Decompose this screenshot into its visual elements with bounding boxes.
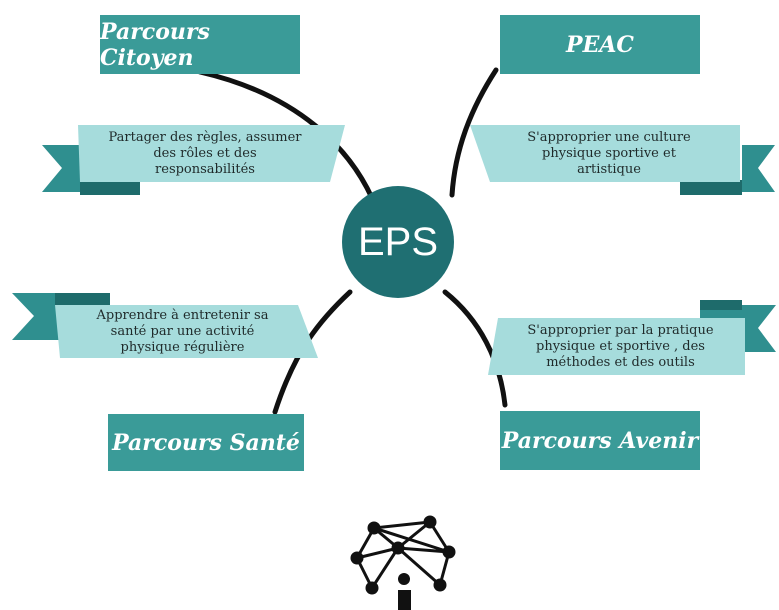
box-parcours-avenir: Parcours Avenir: [500, 411, 700, 470]
ribbon-text-peac: S'approprier une culture physique sporti…: [527, 129, 691, 177]
box-parcours-sante: Parcours Santé: [108, 414, 304, 471]
ribbon-sante: [12, 293, 318, 358]
ribbon-peac: [470, 125, 775, 195]
ribbon-avenir: [488, 300, 776, 375]
connector-peac: [449, 67, 499, 198]
ribbon-text-citoyen: Partager des règles, assumer des rôles e…: [108, 129, 302, 177]
center-circle: [342, 186, 454, 298]
ribbon-citoyen: [42, 125, 345, 195]
ribbon-text-avenir: S'approprier par la pratique physique et…: [527, 322, 714, 370]
box-peac: PEAC: [500, 15, 700, 74]
box-parcours-citoyen: Parcours Citoyen: [100, 15, 300, 74]
network-person-icon: [350, 515, 456, 610]
center-label: EPS: [357, 219, 439, 264]
ribbon-text-sante: Apprendre à entretenir sa santé par une …: [96, 307, 269, 355]
connector-avenir: [442, 289, 508, 408]
